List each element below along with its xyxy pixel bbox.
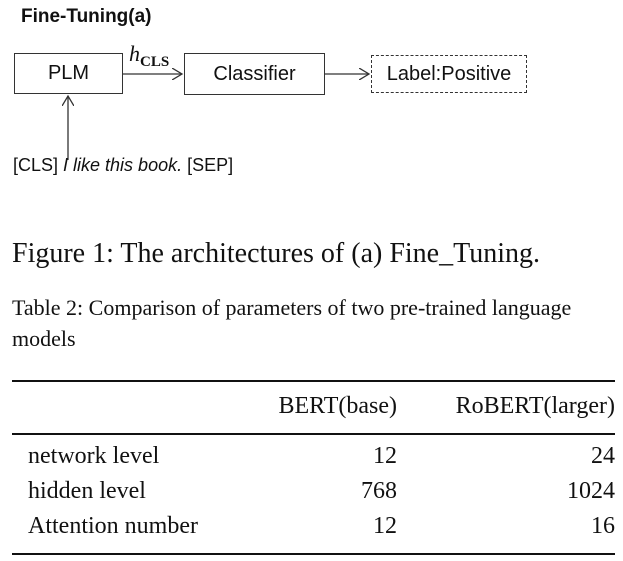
table-bottom-rule xyxy=(12,553,615,555)
diagram-title: Fine-Tuning(a) xyxy=(21,6,152,27)
table-row-label: Attention number xyxy=(28,513,198,539)
table-header-bert: BERT(base) xyxy=(278,393,397,419)
table-header-rule xyxy=(12,433,615,435)
edge-label-hcls: hCLS xyxy=(129,41,170,70)
table-header-robert: RoBERT(larger) xyxy=(455,393,615,419)
table-caption: Table 2: Comparison of parameters of two… xyxy=(12,295,572,351)
figure-caption: Figure 1: The architectures of (a) Fine_… xyxy=(12,238,541,269)
table-cell-bert: 12 xyxy=(373,513,397,539)
output-label-box: Label:Positive xyxy=(371,55,527,93)
table-cell-bert: 12 xyxy=(373,443,397,469)
plm-box: PLM xyxy=(14,53,123,94)
table-row-label: hidden level xyxy=(28,478,146,504)
input-sep-token: [SEP] xyxy=(182,155,234,175)
edge-label-subscript: CLS xyxy=(140,54,170,70)
input-cls-token: [CLS] xyxy=(13,155,64,175)
table-top-rule xyxy=(12,380,615,382)
table-cell-robert: 1024 xyxy=(567,478,615,504)
table-cell-bert: 768 xyxy=(361,478,397,504)
diagram-arrows xyxy=(0,0,623,160)
edge-label-h: h xyxy=(129,41,140,66)
table-row-label: network level xyxy=(28,443,160,469)
table-cell-robert: 16 xyxy=(591,513,615,539)
classifier-box: Classifier xyxy=(184,53,325,95)
input-sentence: I like this book. xyxy=(63,155,183,175)
input-sequence: [CLS] I like this book. [SEP] xyxy=(13,155,233,176)
table-cell-robert: 24 xyxy=(591,443,615,469)
